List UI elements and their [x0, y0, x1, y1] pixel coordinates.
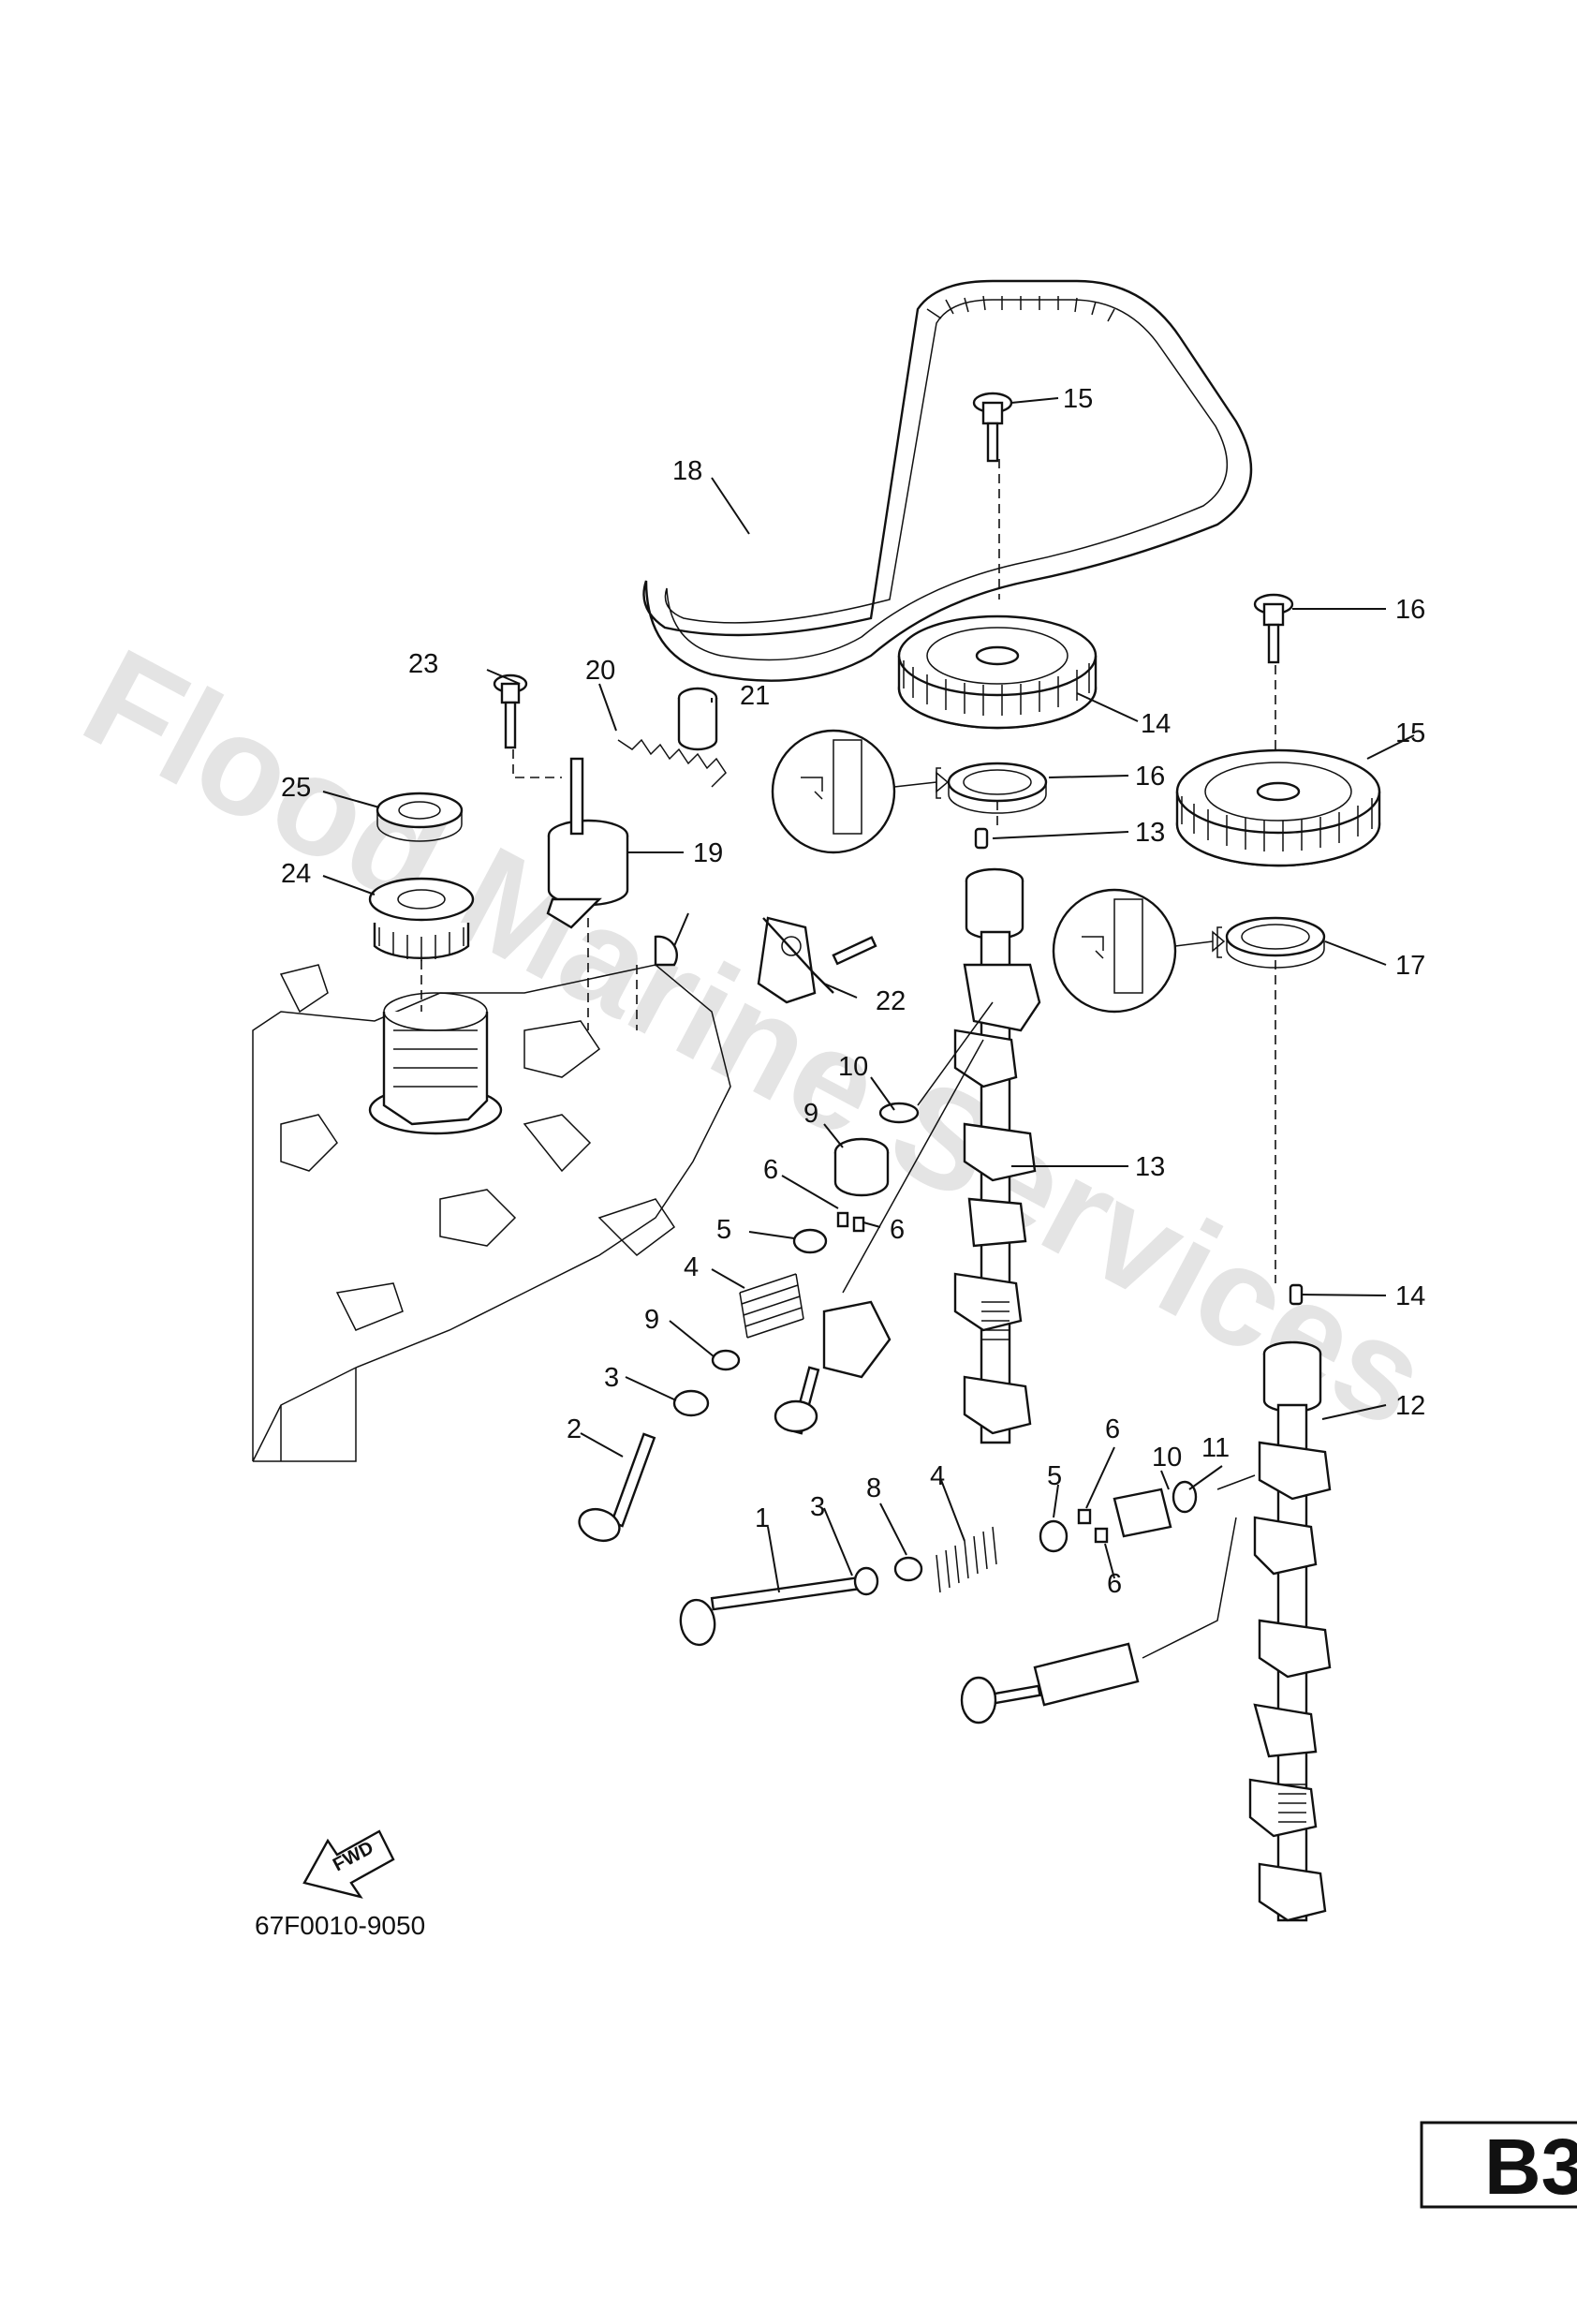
- callout-6-left-b: 6: [890, 1215, 905, 1245]
- callout-8: 9: [644, 1305, 659, 1335]
- valve-seal-left: [711, 1349, 741, 1371]
- camshaft-left: [953, 867, 1041, 1444]
- callout-20: 21: [740, 681, 770, 711]
- callout-9-left: 9: [803, 1099, 818, 1129]
- valve-assembly-right: [960, 1642, 1140, 1724]
- callout-6-left-a: 6: [763, 1155, 778, 1185]
- valve-shim-left: [878, 1102, 920, 1124]
- spring-seat-left: [672, 1389, 710, 1417]
- valve-spring-left: [739, 1273, 804, 1339]
- part-code: 67F0010-9050: [255, 1911, 425, 1940]
- belt-tensioner: [546, 757, 629, 929]
- callout-7: 8: [866, 1473, 881, 1503]
- pulley-bolt-right: [1253, 593, 1294, 664]
- valve-right: [679, 1576, 863, 1647]
- callout-6-right-b: 6: [1107, 1569, 1122, 1599]
- page-badge-text: B3: [1484, 2123, 1577, 2211]
- tensioner-bolt: [493, 674, 528, 749]
- callout-4-right: 4: [930, 1461, 945, 1491]
- callout-22: 23: [408, 649, 438, 679]
- dowel-pin-left: [974, 827, 989, 850]
- assembly-lines: [420, 459, 1276, 1659]
- callout-16-left: 16: [1135, 762, 1165, 792]
- fwd-arrow-icon: FWD: [302, 1829, 395, 1899]
- callout-13-right: 14: [1395, 1281, 1425, 1311]
- callout-10-left: 10: [838, 1052, 868, 1082]
- callout-labels: 15 16 15 14 16 17 13 14 13 12 18 20 21 1…: [281, 384, 1425, 1599]
- callout-6-right-a: 6: [1105, 1414, 1120, 1444]
- callout-19: 20: [585, 656, 615, 686]
- bracket-bolt: [832, 936, 877, 966]
- valve-lifter-right: [1113, 1488, 1172, 1538]
- callout-18: 19: [693, 838, 723, 868]
- cam-pulley-left: [897, 614, 1098, 730]
- callout-3-right: 3: [810, 1492, 825, 1522]
- spring-retainer-left: [792, 1228, 828, 1254]
- cam-pulley-right: [1175, 748, 1381, 867]
- callout-14-left: 14: [1141, 709, 1171, 739]
- oil-seal-right: [1225, 916, 1326, 969]
- callout-24: 25: [281, 773, 311, 803]
- valve-lifter-left: [833, 1137, 890, 1197]
- engine-block: [252, 964, 731, 1462]
- callout-16-right: 17: [1395, 951, 1425, 981]
- valve-left: [578, 1432, 656, 1543]
- tensioner-spring: [617, 738, 727, 788]
- valve-spring-right: [936, 1526, 997, 1593]
- valve-cotter-right: [1077, 1508, 1092, 1525]
- woodruff-key: [654, 935, 678, 967]
- seal-detail-left: [771, 729, 950, 854]
- valve-cotter-left-2: [852, 1216, 865, 1233]
- spring-collar: [677, 687, 718, 751]
- valve-cotter-left: [836, 1211, 849, 1228]
- spring-seat-right: [853, 1566, 879, 1596]
- callout-13-left: 13: [1135, 818, 1165, 848]
- valve-assembly-left: [774, 1300, 892, 1435]
- callout-10-right: 11: [1201, 1433, 1230, 1463]
- callout-17: 18: [672, 456, 702, 486]
- seal-detail-right: [1052, 888, 1226, 1014]
- valve-cotter-right-2: [1094, 1527, 1109, 1544]
- crank-pulley: [368, 877, 475, 961]
- callout-15-right: 16: [1395, 595, 1425, 625]
- callout-14-right: 15: [1395, 718, 1425, 748]
- page-badge: B3: [1420, 2121, 1577, 2211]
- callout-4-left: 4: [684, 1252, 699, 1282]
- callout-11: 12: [1395, 1391, 1425, 1421]
- callout-9-right: 10: [1152, 1443, 1182, 1473]
- pulley-bolt-left: [972, 392, 1013, 463]
- callout-23: 24: [281, 859, 311, 889]
- callout-5-right: 5: [1047, 1461, 1062, 1491]
- callout-3-left: 3: [604, 1363, 619, 1393]
- dowel-pin-right: [1289, 1283, 1304, 1306]
- crank-nut: [376, 792, 464, 842]
- spring-retainer-right: [1039, 1519, 1069, 1553]
- watermark: Flood Marine Services: [61, 618, 1452, 1458]
- callout-21: 22: [876, 986, 906, 1016]
- callout-5-left: 5: [716, 1215, 731, 1245]
- callout-15-left: 15: [1063, 384, 1093, 414]
- callout-2: 2: [567, 1414, 582, 1444]
- callout-12: 13: [1135, 1152, 1165, 1182]
- leader-lines: [322, 397, 1415, 1593]
- timing-belt: [642, 279, 1253, 682]
- valve-seal-right: [893, 1556, 923, 1582]
- camshaft-right: [1248, 1340, 1332, 1922]
- tensioner-bracket: [757, 916, 834, 1004]
- callout-1: 1: [755, 1503, 770, 1533]
